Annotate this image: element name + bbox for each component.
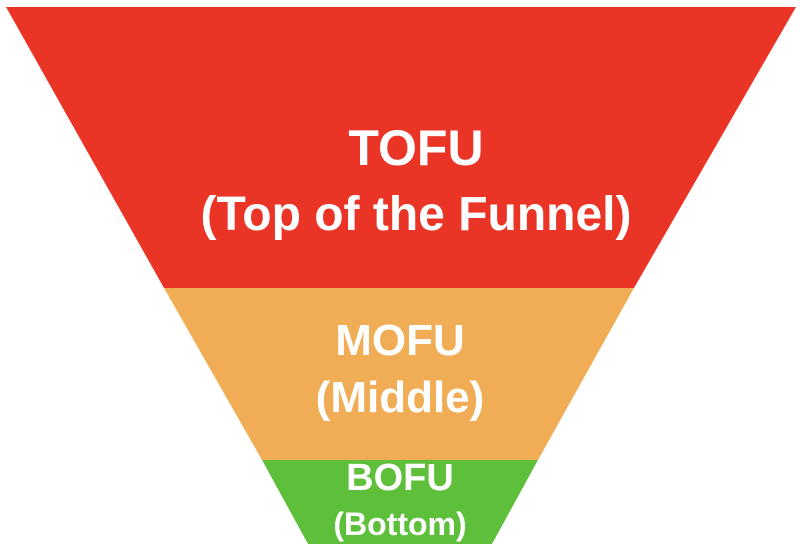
funnel-stage-tofu xyxy=(6,7,796,288)
tofu-title: TOFU xyxy=(348,120,483,176)
funnel-stage-bofu xyxy=(262,460,538,544)
mofu-title: MOFU xyxy=(335,316,465,365)
bofu-subtitle: (Bottom) xyxy=(333,506,466,542)
tofu-subtitle: (Top of the Funnel) xyxy=(201,188,632,241)
bofu-title: BOFU xyxy=(346,457,454,499)
funnel-stage-mofu xyxy=(164,288,634,460)
mofu-subtitle: (Middle) xyxy=(316,373,485,422)
